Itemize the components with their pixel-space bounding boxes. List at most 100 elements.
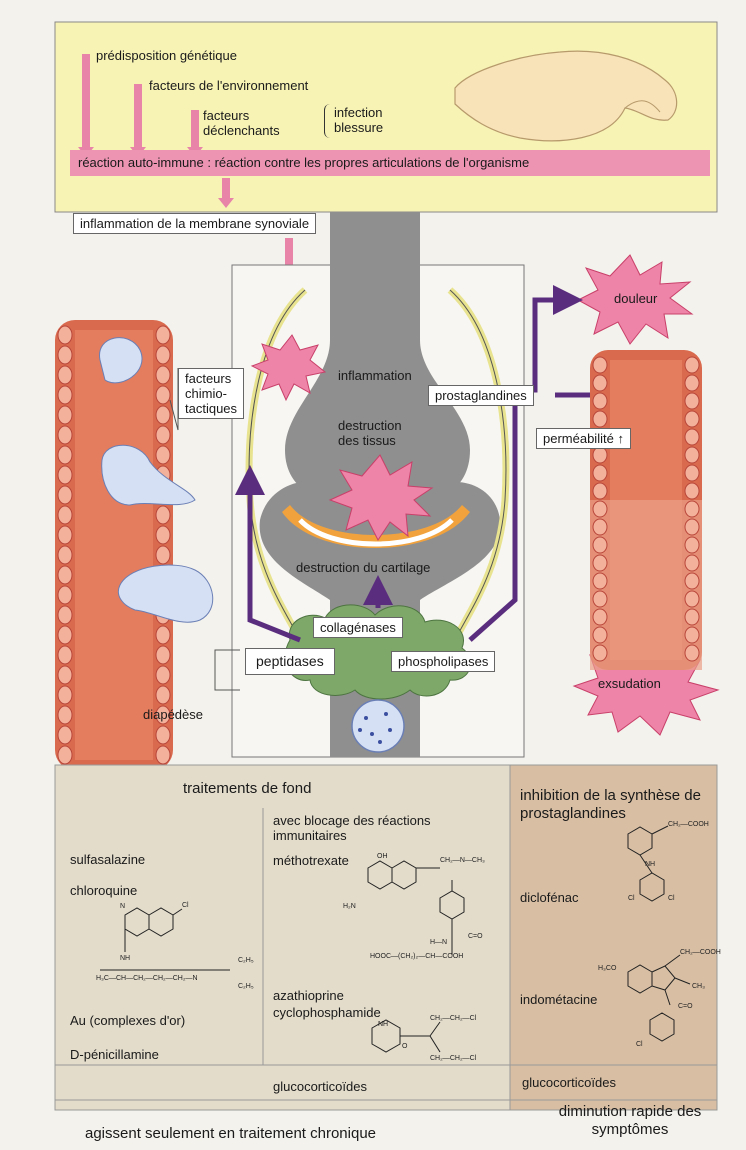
permeability-label: perméabilité — [543, 431, 614, 446]
left-blood-vessel — [55, 320, 173, 770]
svg-text:H₃CO: H₃CO — [598, 965, 617, 972]
vessel-wall-cell — [58, 426, 72, 444]
drug-gold: Au (complexes d'or) — [70, 1013, 185, 1028]
svg-text:C₂H₅: C₂H₅ — [238, 957, 254, 964]
drug-azathioprine: azathioprine — [273, 988, 344, 1003]
vessel-wall-cell — [58, 346, 72, 364]
footer-chronic: agissent seulement en traitement chroniq… — [85, 1125, 376, 1143]
vessel-wall-cell — [58, 486, 72, 504]
leukocyte-cell — [352, 700, 404, 752]
cartilage-destruction: destruction du cartilage — [296, 560, 430, 575]
chemotactic-line-2: chimio- — [185, 386, 237, 401]
svg-text:OH: OH — [377, 853, 388, 860]
inflammation-label: inflammation — [338, 368, 412, 383]
drug-cyclophosphamide: cyclophosphamide — [273, 1005, 381, 1020]
svg-text:O: O — [402, 1043, 408, 1050]
autoimmune-reaction: réaction auto-immune : réaction contre l… — [78, 155, 529, 170]
vessel-wall-cell — [685, 627, 699, 643]
vessel-wall-cell — [685, 645, 699, 661]
vessel-wall-cell — [156, 666, 170, 684]
svg-text:NH: NH — [120, 955, 130, 962]
tissue-destruction-1: destruction — [338, 418, 402, 433]
vessel-wall-cell — [156, 386, 170, 404]
vessel-wall-cell — [593, 393, 607, 409]
vessel-wall-cell — [685, 591, 699, 607]
svg-text:CH₂—CH₂—Cl: CH₂—CH₂—Cl — [430, 1015, 477, 1022]
vessel-wall-cell — [58, 706, 72, 724]
drug-chloroquine: chloroquine — [70, 883, 137, 898]
vessel-wall-cell — [685, 609, 699, 625]
vessel-wall-cell — [593, 627, 607, 643]
trigger-infection: infection — [334, 105, 382, 120]
peptidases-box: peptidases — [245, 648, 335, 675]
vessel-wall-cell — [58, 506, 72, 524]
permeability-box: perméabilité ↑ — [536, 428, 631, 449]
vessel-wall-cell — [685, 411, 699, 427]
vessel-wall-cell — [685, 501, 699, 517]
vessel-wall-cell — [58, 366, 72, 384]
drug-indometacin: indométacine — [520, 992, 597, 1007]
vessel-wall-cell — [156, 406, 170, 424]
drug-penicillamine: D-pénicillamine — [70, 1047, 159, 1062]
vessel-wall-cell — [593, 483, 607, 499]
drug-diclofenac: diclofénac — [520, 890, 579, 905]
vessel-wall-cell — [58, 606, 72, 624]
vessel-wall-cell — [156, 366, 170, 384]
vessel-wall-cell — [58, 626, 72, 644]
vessel-wall-cell — [593, 537, 607, 553]
vessel-wall-cell — [58, 526, 72, 544]
svg-text:H₂N: H₂N — [343, 903, 356, 910]
glucocorticoids-right: glucocorticoïdes — [522, 1075, 616, 1090]
svg-text:Cl: Cl — [636, 1041, 643, 1048]
vessel-wall-cell — [58, 566, 72, 584]
svg-text:C₂H₅: C₂H₅ — [238, 983, 254, 990]
phospholipases-box: phospholipases — [391, 651, 495, 672]
vessel-wall-cell — [156, 426, 170, 444]
vessel-wall-cell — [593, 555, 607, 571]
vessel-wall-cell — [156, 506, 170, 524]
inhibition-title: inhibition de la synthèse de prostagland… — [520, 787, 705, 823]
vessel-wall-cell — [156, 726, 170, 744]
trigger-label-1: facteurs — [203, 108, 249, 123]
svg-text:Cl: Cl — [668, 895, 675, 902]
svg-text:H₃C—CH—CH₂—CH₂—CH₂—N: H₃C—CH—CH₂—CH₂—CH₂—N — [96, 975, 198, 982]
vessel-wall-cell — [685, 429, 699, 445]
drug-methotrexate: méthotrexate — [273, 853, 349, 868]
svg-text:HOOC—(CH₂)₂—CH—COOH: HOOC—(CH₂)₂—CH—COOH — [370, 953, 463, 960]
vessel-wall-cell — [685, 519, 699, 535]
vessel-wall-cell — [593, 357, 607, 373]
arrow-up-icon: ↑ — [617, 431, 624, 446]
vessel-wall-cell — [593, 519, 607, 535]
vessel-wall-cell — [685, 447, 699, 463]
vessel-wall-cell — [685, 573, 699, 589]
vessel-wall-cell — [58, 326, 72, 344]
immune-blocking-title: avec blocage des réactions immunitaires — [273, 813, 453, 843]
treatments-title: traitements de fond — [183, 780, 311, 798]
vessel-wall-cell — [156, 446, 170, 464]
vessel-wall-cell — [593, 645, 607, 661]
cause-genetic: prédisposition génétique — [96, 48, 237, 63]
vessel-wall-cell — [593, 609, 607, 625]
vessel-wall-cell — [58, 446, 72, 464]
vessel-wall-cell — [58, 466, 72, 484]
vessel-wall-cell — [593, 465, 607, 481]
synovial-inflammation-box: inflammation de la membrane synoviale — [73, 213, 316, 234]
collagenases-box: collagénases — [313, 617, 403, 638]
svg-text:Cl: Cl — [182, 902, 189, 909]
vessel-wall-cell — [685, 465, 699, 481]
tissue-destruction-2: des tissus — [338, 433, 396, 448]
vessel-wall-cell — [58, 746, 72, 764]
vessel-wall-cell — [58, 646, 72, 664]
svg-text:CH₂—N—CH₃: CH₂—N—CH₃ — [440, 857, 485, 864]
svg-text:NH: NH — [645, 861, 655, 868]
svg-text:CH₂—COOH: CH₂—COOH — [680, 949, 721, 956]
vessel-wall-cell — [58, 586, 72, 604]
vessel-wall-cell — [685, 375, 699, 391]
svg-text:CH₃: CH₃ — [692, 983, 705, 990]
pain-label: douleur — [614, 291, 657, 306]
vessel-wall-cell — [156, 346, 170, 364]
vessel-wall-cell — [593, 411, 607, 427]
vessel-wall-cell — [156, 626, 170, 644]
vessel-wall-cell — [156, 526, 170, 544]
